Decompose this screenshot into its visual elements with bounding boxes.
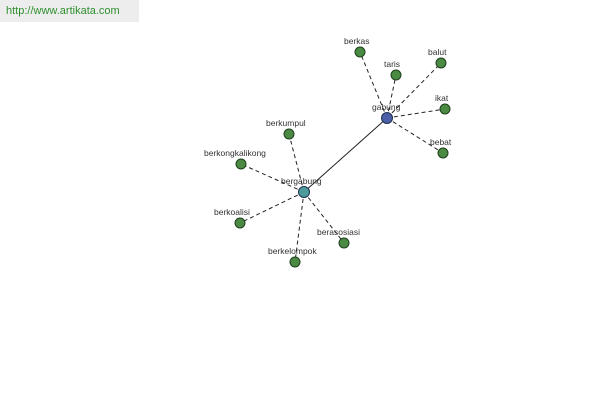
node-label-berkas: berkas — [344, 36, 370, 46]
nodes-layer — [234, 46, 451, 268]
edge-gabung-berkas — [359, 51, 388, 119]
node-label-berkelompok: berkelompok — [268, 246, 317, 256]
node-label-taris: taris — [384, 59, 400, 69]
edge-bergabung-berkoalisi — [239, 191, 305, 224]
edge-gabung-bebat — [386, 117, 444, 154]
node-label-berkongkalikong: berkongkalikong — [204, 148, 266, 158]
node-label-ikat: ikat — [435, 93, 449, 103]
node-berkelompok[interactable] — [289, 256, 301, 268]
edge-gabung-balut — [386, 62, 442, 119]
node-berkongkalikong[interactable] — [235, 158, 247, 170]
edge-gabung-bergabung — [303, 117, 388, 193]
node-taris[interactable] — [390, 69, 402, 81]
node-balut[interactable] — [435, 57, 447, 69]
node-label-berkoalisi: berkoalisi — [214, 207, 250, 217]
labels-layer: berkas taris balut ikat bebat berkumpul berkon… — [204, 36, 452, 256]
node-label-berkumpul: berkumpul — [266, 118, 306, 128]
edge-gabung-ikat — [386, 108, 446, 119]
source-url-link[interactable]: http://www.artikata.com — [0, 0, 139, 22]
node-berkumpul[interactable] — [283, 128, 295, 140]
node-berkas[interactable] — [354, 46, 366, 58]
hub-label-bergabung: bergabung — [281, 176, 322, 186]
node-label-bebat: bebat — [430, 137, 452, 147]
edge-bergabung-berkelompok — [294, 191, 305, 263]
node-ikat[interactable] — [439, 103, 451, 115]
edges-layer — [239, 51, 446, 263]
hub-node-gabung[interactable] — [381, 112, 393, 124]
node-label-berasosiasi: berasosiasi — [317, 227, 360, 237]
edge-gabung-taris — [386, 74, 397, 119]
edge-bergabung-berkumpul — [288, 133, 305, 193]
node-berkoalisi[interactable] — [234, 217, 246, 229]
hub-label-gabung: gabung — [372, 102, 401, 112]
node-label-balut: balut — [428, 47, 447, 57]
node-berasosiasi[interactable] — [338, 237, 350, 249]
hub-node-bergabung[interactable] — [298, 186, 310, 198]
edge-bergabung-berasosiasi — [303, 191, 345, 244]
edge-bergabung-berkongkalikong — [240, 163, 305, 193]
node-bebat[interactable] — [437, 147, 449, 159]
